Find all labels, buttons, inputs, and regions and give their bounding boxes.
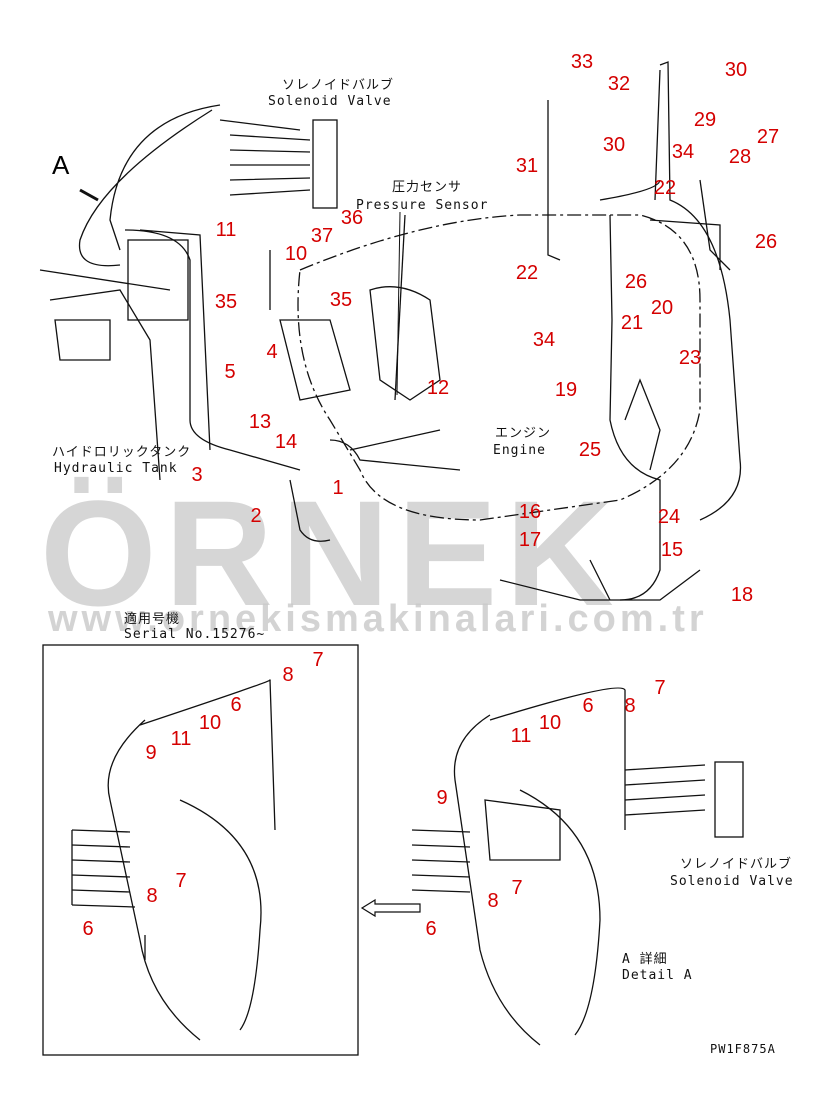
callout: 36 — [340, 207, 364, 229]
callout: 24 — [657, 506, 681, 528]
callout: 35 — [214, 291, 238, 313]
callout: 35 — [329, 289, 353, 311]
solenoid-valve-detail-label-jp: ソレノイドバルブ — [680, 857, 793, 872]
callout: 6 — [582, 695, 594, 717]
callout: 2 — [250, 505, 262, 527]
callout: 11 — [170, 728, 192, 750]
callout: 7 — [312, 649, 324, 671]
callout: 32 — [607, 73, 631, 95]
callout: 7 — [175, 870, 187, 892]
callout: 4 — [266, 341, 278, 363]
callout: 6 — [82, 918, 94, 940]
callout: 8 — [282, 664, 294, 686]
hydraulic-tank-label-jp: ハイドロリックタンク — [52, 445, 192, 460]
callout: 6 — [425, 918, 437, 940]
callout: 22 — [653, 177, 677, 199]
callout: 16 — [518, 501, 542, 523]
callout: 18 — [730, 584, 754, 606]
solenoid-valve-label-jp: ソレノイドバルブ — [282, 78, 395, 93]
engine-label-en: Engine — [493, 443, 546, 458]
callout: 8 — [146, 885, 158, 907]
callout: 28 — [728, 146, 752, 168]
callout: 7 — [654, 677, 666, 699]
callout: 1 — [332, 477, 344, 499]
callout: 6 — [230, 694, 242, 716]
engine-label-jp: エンジン — [495, 426, 552, 441]
watermark-url: www.ornekismakinalari.com.tr — [48, 598, 708, 640]
drawing-code: PW1F875A — [710, 1042, 776, 1056]
callout: 23 — [678, 347, 702, 369]
serial-label-en: Serial No.15276~ — [124, 627, 266, 642]
callout: 26 — [624, 271, 648, 293]
callout: 31 — [515, 155, 539, 177]
callout: 21 — [620, 312, 644, 334]
detail-a-label-jp: A 詳細 — [622, 952, 668, 967]
callout: 8 — [624, 695, 636, 717]
callout: 29 — [693, 109, 717, 131]
detail-a-label-en: Detail A — [622, 968, 693, 983]
callout: 11 — [215, 219, 237, 241]
callout: 26 — [754, 231, 778, 253]
callout: 9 — [145, 742, 157, 764]
callout: 14 — [274, 431, 298, 453]
callout: 25 — [578, 439, 602, 461]
callout: 7 — [511, 877, 523, 899]
callout: 22 — [515, 262, 539, 284]
callout: 17 — [518, 529, 542, 551]
callout: 10 — [284, 243, 308, 265]
callout: 10 — [538, 712, 562, 734]
callout: 9 — [436, 787, 448, 809]
callout: 11 — [510, 725, 532, 747]
pressure-sensor-label-jp: 圧力センサ — [392, 180, 463, 195]
callout: 10 — [198, 712, 222, 734]
callout: 37 — [310, 225, 334, 247]
callout: 30 — [602, 134, 626, 156]
callout: 3 — [191, 464, 203, 486]
callout: 27 — [756, 126, 780, 148]
callout: 13 — [248, 411, 272, 433]
callout: 19 — [554, 379, 578, 401]
callout: 34 — [671, 141, 695, 163]
watermark-logo: ÖRNEK — [40, 469, 622, 637]
hydraulic-tank-label-en: Hydraulic Tank — [54, 461, 178, 476]
callout: 5 — [224, 361, 236, 383]
callout: 20 — [650, 297, 674, 319]
solenoid-valve-detail-label-en: Solenoid Valve — [670, 874, 794, 889]
callout: 30 — [724, 59, 748, 81]
callout: 12 — [426, 377, 450, 399]
callout: 8 — [487, 890, 499, 912]
serial-label-jp: 適用号機 — [124, 612, 181, 627]
view-marker-a: A — [52, 150, 70, 180]
callout: 15 — [660, 539, 684, 561]
pressure-sensor-label-en: Pressure Sensor — [356, 198, 489, 213]
callout: 33 — [570, 51, 594, 73]
detail-frame — [42, 644, 359, 1056]
solenoid-valve-label-en: Solenoid Valve — [268, 94, 392, 109]
callout: 34 — [532, 329, 556, 351]
